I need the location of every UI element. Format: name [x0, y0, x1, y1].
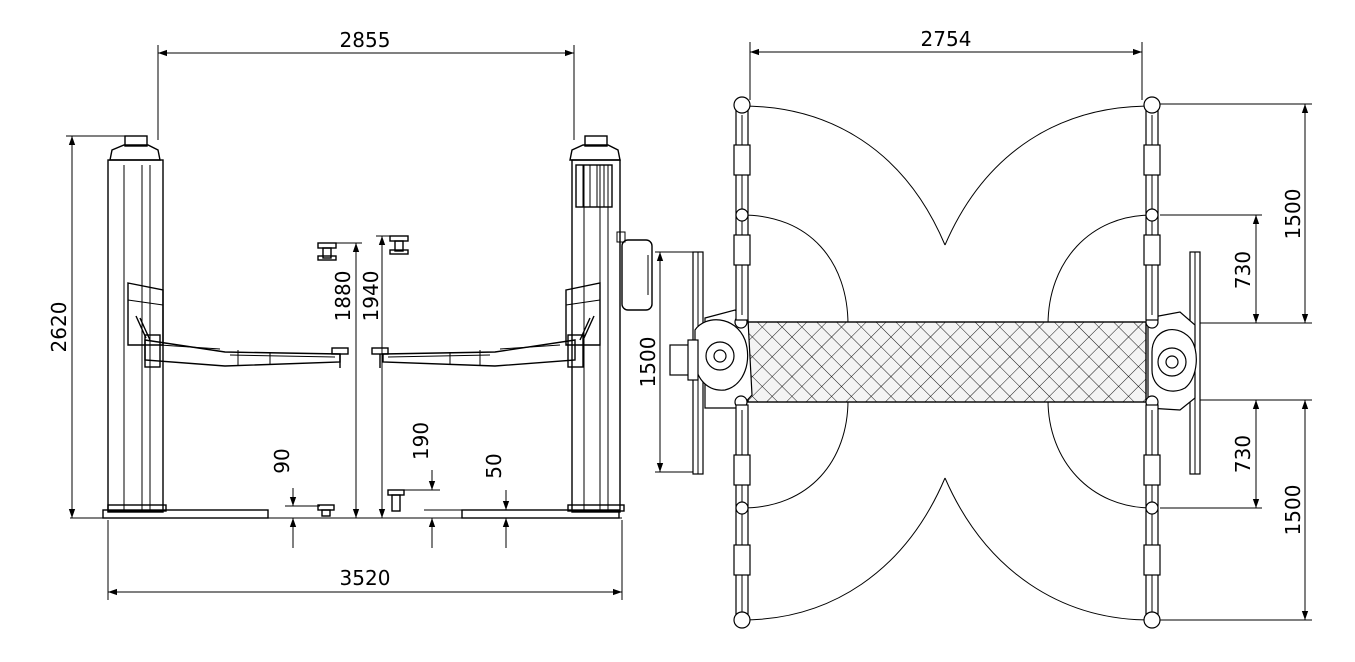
pad-upper-left	[317, 242, 337, 261]
dim-2620: 2620	[47, 302, 71, 353]
dim-2754: 2754	[921, 27, 972, 51]
pad-lower-right	[387, 489, 405, 512]
top-view: 2754 1500 1500 730 730 1500	[636, 27, 1312, 629]
pad-upper-right	[389, 235, 409, 255]
left-column-top	[669, 251, 753, 475]
dim-190: 190	[409, 422, 433, 460]
dim-1500-left: 1500	[636, 337, 660, 388]
dim-1940: 1940	[359, 271, 383, 322]
right-arms-top	[1143, 96, 1161, 629]
motor-icon	[575, 164, 613, 208]
dim-1880: 1880	[331, 271, 355, 322]
right-arm	[371, 315, 595, 368]
dim-1500-bottom: 1500	[1281, 485, 1305, 536]
right-column-top	[1145, 251, 1201, 475]
left-arms-top	[733, 96, 751, 629]
front-view: 2855 3520 2620 1880 1940 90 190 50	[47, 28, 653, 600]
dim-1500-top: 1500	[1281, 189, 1305, 240]
pad-lower-left	[317, 504, 335, 517]
dim-730-top: 730	[1231, 251, 1255, 289]
dim-50: 50	[482, 453, 506, 478]
dim-90: 90	[270, 448, 294, 473]
dim-2855: 2855	[340, 28, 391, 52]
arm-swing-arcs	[741, 105, 1153, 621]
dim-730-bottom: 730	[1231, 435, 1255, 473]
cross-beam	[747, 321, 1147, 403]
left-arm	[135, 315, 349, 368]
left-column	[102, 135, 269, 519]
dim-3520: 3520	[340, 566, 391, 590]
